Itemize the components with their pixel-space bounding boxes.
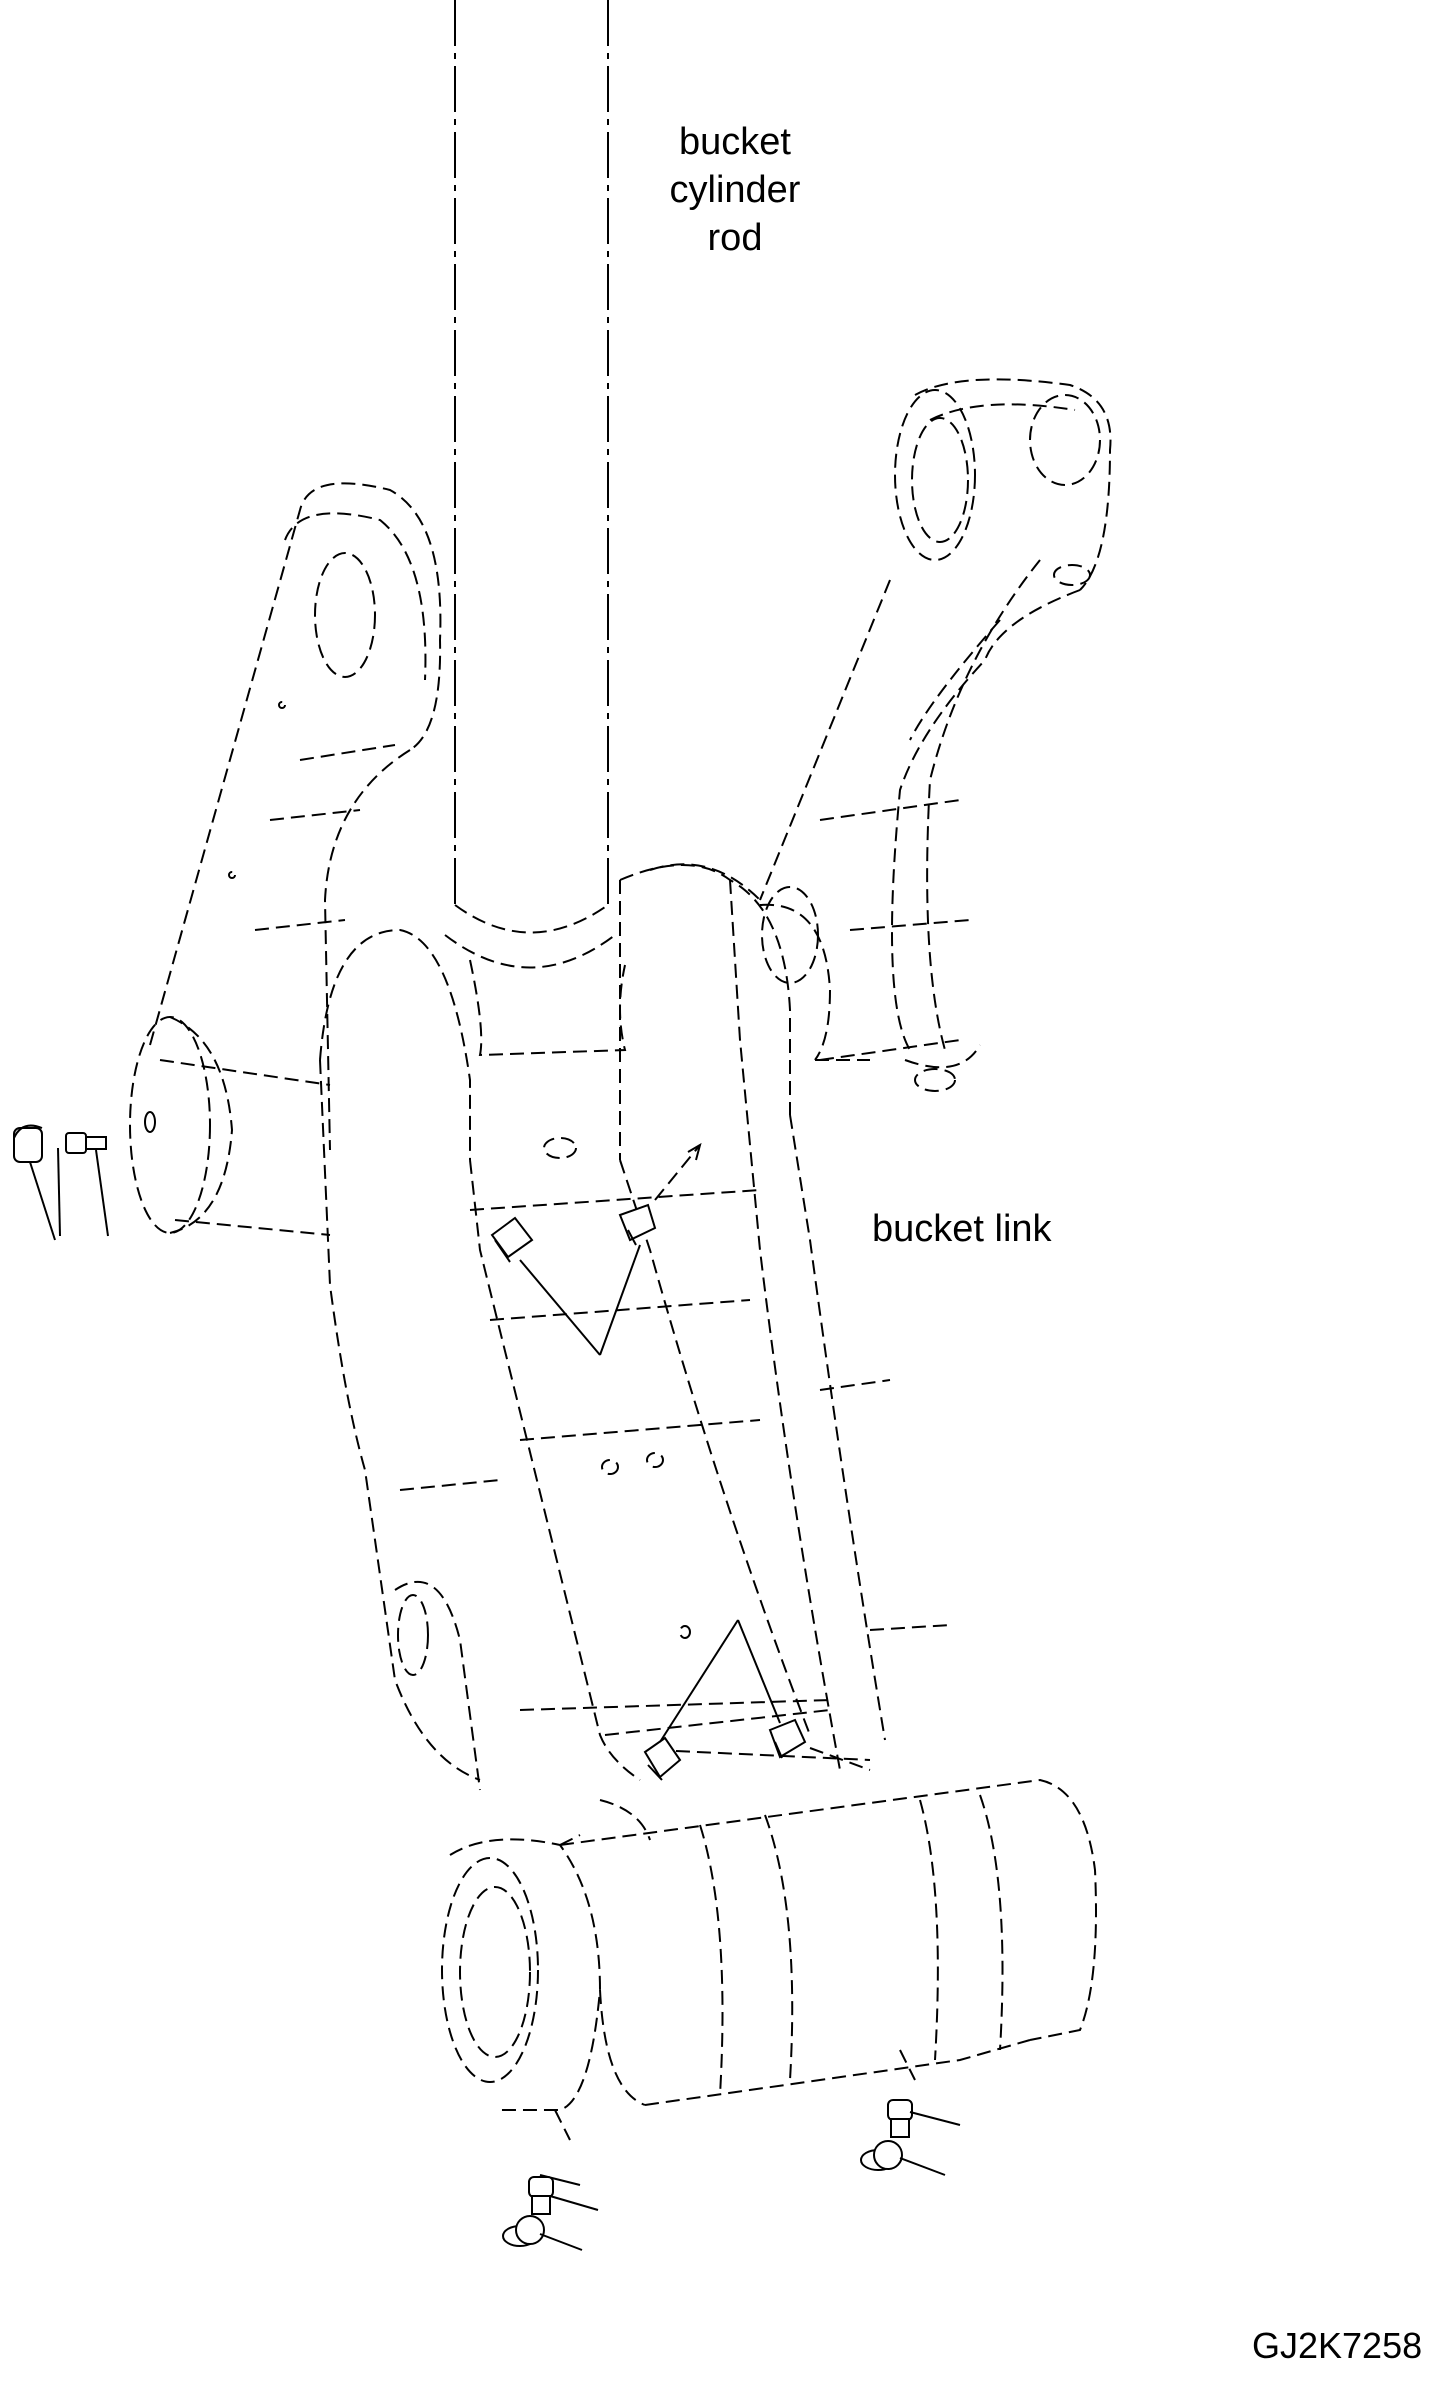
drawing-id: GJ2K7258 xyxy=(1252,2325,1423,2366)
label-bucket-cylinder-rod: bucket cylinder rod xyxy=(640,118,830,262)
grease-fitting-left xyxy=(65,1132,109,1237)
label-rod-line-2: cylinder xyxy=(669,169,801,211)
label-rod-line-3: rod xyxy=(707,217,763,259)
grease-fitting-cap-left xyxy=(13,1124,61,1241)
lower-grease-fittings xyxy=(643,1619,871,1781)
upper-grease-fittings xyxy=(490,1142,702,1356)
right-rod-knuckle xyxy=(759,886,870,1061)
label-bucket-link: bucket link xyxy=(872,1208,1052,1250)
grease-fitting-bottom-left xyxy=(502,2174,599,2251)
left-link-plate xyxy=(149,482,442,1151)
grease-fitting-bottom-right xyxy=(860,2099,961,2176)
bucket-cylinder-rod xyxy=(444,0,627,1159)
lower-pin-cylinder xyxy=(441,1778,1097,2141)
left-pin-boss xyxy=(129,1016,331,1236)
bucket-link-body xyxy=(319,863,951,1791)
label-rod-line-1: bucket xyxy=(679,121,791,163)
right-upper-lever xyxy=(759,378,1112,1092)
